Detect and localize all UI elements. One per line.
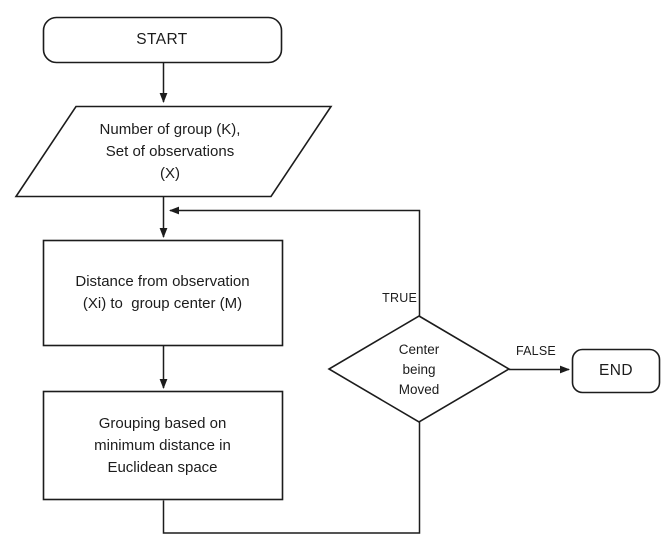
- text-line: Number of group (K),: [99, 120, 241, 138]
- process2-node-shape: [42, 390, 284, 501]
- text-line: (X): [160, 164, 180, 182]
- start-node-label: START: [136, 30, 188, 48]
- process1-node-shape: [42, 239, 284, 347]
- true-branch-label: TRUE: [382, 291, 417, 305]
- text-line: (Xi) to group center (M): [82, 295, 243, 312]
- decision-node-label: Center being Moved: [369, 337, 469, 402]
- false-branch-label: FALSE: [516, 344, 556, 358]
- input-node-label: Number of group (K), Set of observations…: [45, 106, 295, 197]
- process1-node-label: Distance from observation (Xi) to group …: [43, 240, 282, 346]
- input-node-shape: [14, 105, 333, 198]
- text-line: Moved: [398, 381, 440, 397]
- text-line: minimum distance in: [94, 436, 231, 454]
- text-line: Center: [398, 341, 440, 357]
- start-node-shape: [42, 16, 283, 64]
- text-line: Distance from observation: [75, 273, 250, 290]
- process2-node-label: Grouping based on minimum distance in Eu…: [43, 391, 282, 500]
- text-line: being: [402, 361, 436, 377]
- text-line: Set of observations: [105, 142, 235, 160]
- text-line: Euclidean space: [107, 458, 218, 476]
- text-line: Grouping based on: [98, 414, 227, 432]
- decision-node-shape: [327, 315, 511, 423]
- edge-true-loop: [169, 206, 421, 316]
- end-node-shape: [571, 348, 661, 394]
- edge-process2-to-decision: [162, 422, 421, 534]
- end-node-label: END: [599, 362, 633, 379]
